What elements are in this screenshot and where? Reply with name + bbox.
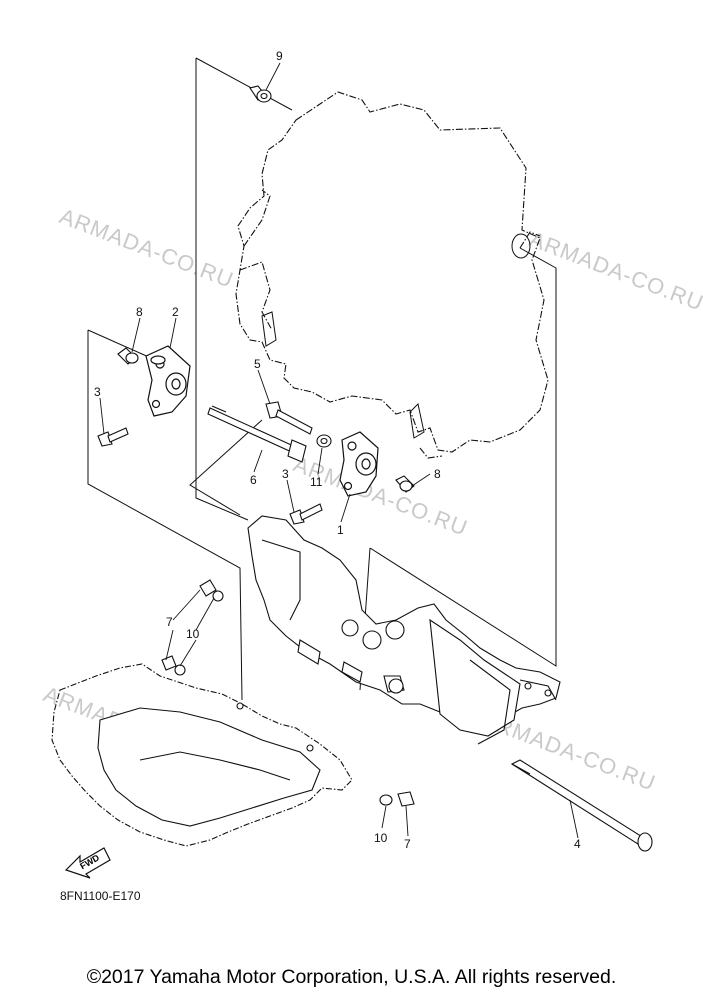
hull-lower [51,663,353,847]
callout-2: 2 [172,305,179,319]
watermarks: ARMADA-CO.RU ARMADA-CO.RU ARMADA-CO.RU A… [40,203,703,795]
callout-7-upper: 7 [166,615,173,629]
engine-port [261,233,531,439]
callout-5: 5 [254,357,261,371]
callout-8-left: 8 [136,305,143,319]
long-bolt-6 [207,405,307,463]
bolt-9 [249,85,272,103]
engine-bed [247,515,561,745]
watermark: ARMADA-CO.RU [290,451,471,540]
washer-11 [316,434,332,448]
callout-6: 6 [250,473,257,487]
frame-lines [87,57,557,701]
nut-washer-upper [161,579,224,676]
stud-8-left [117,347,139,365]
callouts: 9 8 2 3 5 6 3 11 1 8 7 10 10 7 4 [94,49,581,851]
bolt-3-left [97,427,129,447]
callout-9: 9 [276,49,283,63]
bolt-3-right [289,503,323,525]
callout-8-right: 8 [434,467,441,481]
engine-outline [235,91,549,459]
engine-mount-1 [339,431,379,497]
copyright-notice: ©2017 Yamaha Motor Corporation, U.S.A. A… [86,966,617,988]
callout-10-upper: 10 [186,627,200,641]
engine-mount-2 [145,345,191,417]
fwd-arrow-icon: FWD [64,847,111,879]
bolt-5 [265,401,313,435]
diagram-code: 8FN1100-E170 [60,889,141,903]
through-bolt-4 [510,759,653,852]
callout-3-left: 3 [94,385,101,399]
leader-lines [99,62,579,839]
callout-7-lower: 7 [404,837,411,851]
stud-8-right [395,475,415,493]
callout-1: 1 [337,523,344,537]
callout-11: 11 [310,475,323,489]
callout-4: 4 [574,837,581,851]
nut-washer-lower [379,791,415,807]
watermark: ARMADA-CO.RU [526,226,703,315]
callout-3-right: 3 [282,467,289,481]
callout-10-lower: 10 [374,831,388,845]
watermark: ARMADA-CO.RU [56,203,237,292]
